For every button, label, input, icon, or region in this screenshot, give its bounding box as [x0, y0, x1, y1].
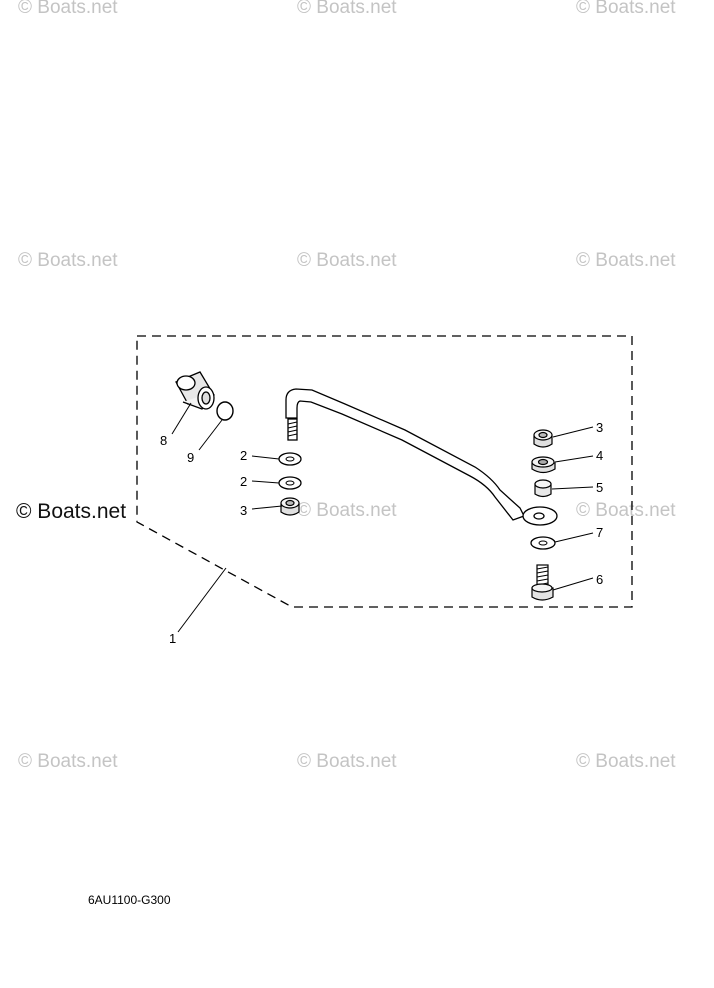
part-7-washer[interactable]: [530, 536, 556, 550]
part-3-nut-left[interactable]: [280, 497, 300, 516]
part-9-o-ring[interactable]: [216, 401, 234, 421]
callout-9: 9: [187, 450, 194, 465]
part-2-washer-lower[interactable]: [278, 476, 302, 490]
leader-lines: [171, 402, 594, 633]
part-3-nut-right[interactable]: [533, 429, 553, 448]
callout-8: 8: [160, 433, 167, 448]
watermark-middle-right: © Boats.net: [576, 500, 676, 521]
callout-6: 6: [596, 572, 603, 587]
watermark-lower-right: © Boats.net: [576, 751, 676, 772]
watermark-lower-left: © Boats.net: [18, 751, 118, 772]
part-2-washer-upper[interactable]: [278, 452, 302, 466]
callout-7: 7: [596, 525, 603, 540]
watermark-top-left: © Boats.net: [18, 0, 118, 18]
part-8-bushing[interactable]: [175, 371, 215, 410]
watermark-middle-center: © Boats.net: [297, 500, 397, 521]
callout-4: 4: [596, 448, 603, 463]
callout-5: 5: [596, 480, 603, 495]
callout-3-right: 3: [596, 420, 603, 435]
watermark-upper-center: © Boats.net: [297, 250, 397, 271]
callout-3-left: 3: [240, 503, 247, 518]
part-1-link-rod[interactable]: [285, 388, 558, 526]
watermark-middle-left: © Boats.net: [16, 500, 127, 523]
callout-1: 1: [169, 631, 176, 646]
watermark-upper-left: © Boats.net: [18, 250, 118, 271]
watermark-upper-right: © Boats.net: [576, 250, 676, 271]
drawing-code: 6AU1100-G300: [88, 893, 171, 907]
watermark-top-center: © Boats.net: [297, 0, 397, 18]
callout-2-upper: 2: [240, 448, 247, 463]
watermark-lower-center: © Boats.net: [297, 751, 397, 772]
part-6-bolt[interactable]: [531, 564, 554, 601]
part-4-nut[interactable]: [531, 456, 556, 474]
callout-2-lower: 2: [240, 474, 247, 489]
assembly-boundary: [136, 335, 633, 608]
part-5-collar[interactable]: [534, 479, 552, 498]
watermark-top-right: © Boats.net: [576, 0, 676, 18]
